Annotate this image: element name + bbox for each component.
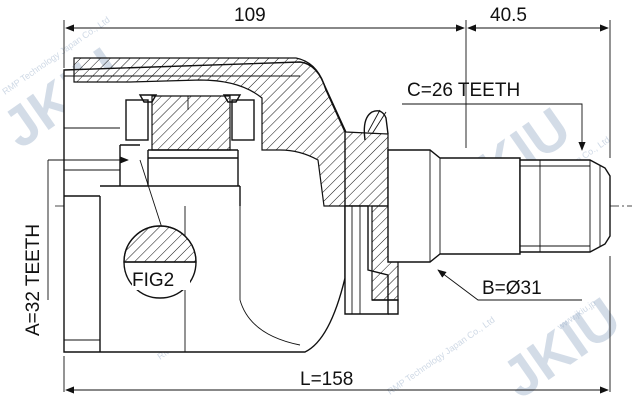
spline-inner-label: A=32 TEETH xyxy=(23,224,44,336)
callout-a-teeth: A=32 TEETH xyxy=(23,156,129,336)
bearing-race xyxy=(125,99,149,141)
callout-c-teeth: C=26 TEETH xyxy=(402,80,586,151)
bearing-race xyxy=(231,99,255,141)
callout-b-diameter: B=Ø31 xyxy=(437,269,582,301)
watermark-company: RMP Technology Japan Co., Ltd xyxy=(385,315,496,397)
boot-clamp xyxy=(363,109,389,141)
shaft-diameter-label: B=Ø31 xyxy=(482,278,542,299)
drive-shaft xyxy=(387,149,611,263)
spline-end xyxy=(519,159,611,253)
dimensions: 109 40.5 L=158 xyxy=(63,5,611,394)
dim-40-5-label: 40.5 xyxy=(490,5,527,26)
dim-109-label: 109 xyxy=(234,5,266,26)
fig2-detail: FIG2 xyxy=(123,159,197,299)
housing-section-hatch xyxy=(73,57,389,207)
dim-158-label: L=158 xyxy=(300,369,353,390)
spline-outer-label: C=26 TEETH xyxy=(407,80,520,101)
fig2-label: FIG2 xyxy=(132,270,174,291)
